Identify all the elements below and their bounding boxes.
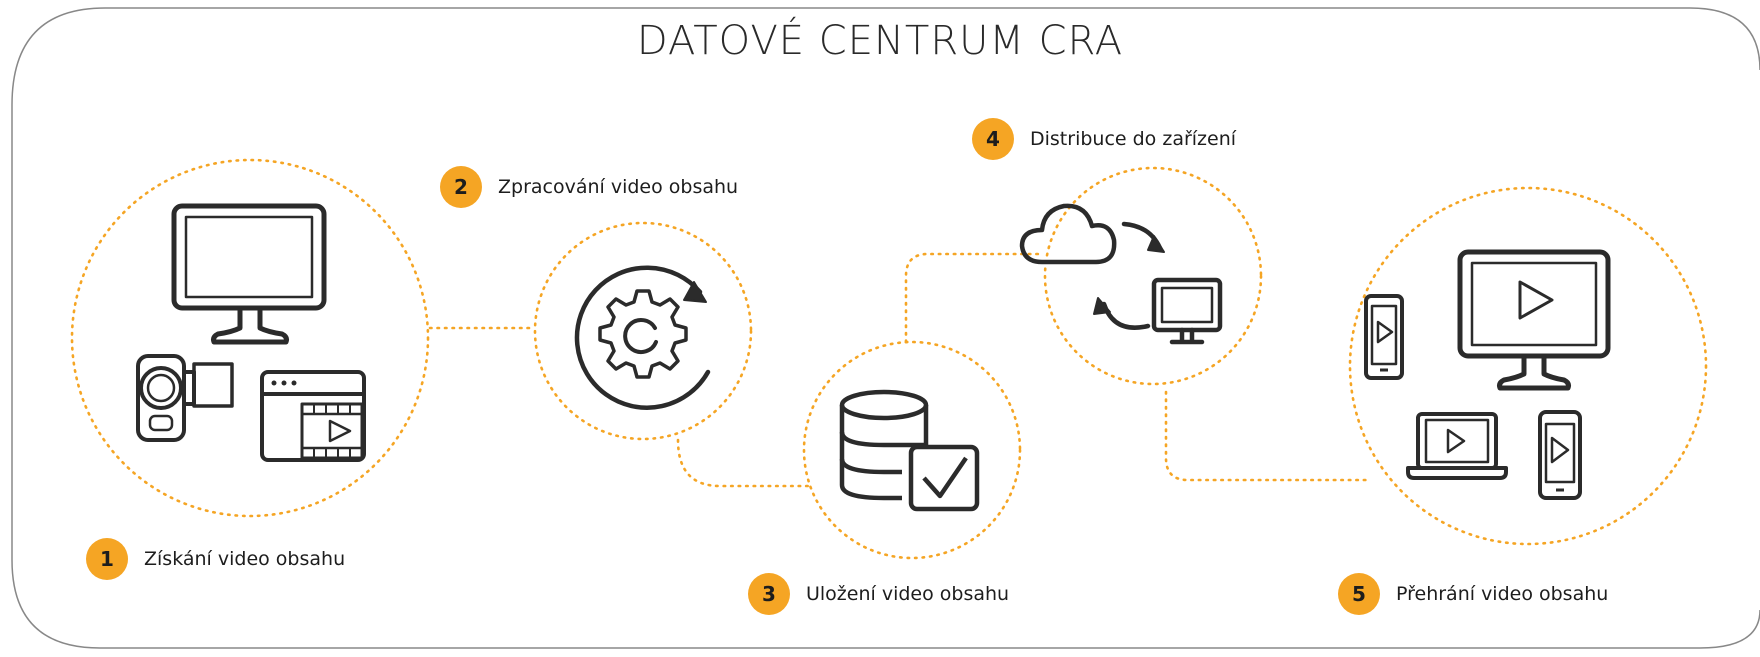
step-label: Přehrání video obsahu: [1396, 583, 1609, 605]
camcorder-icon: [136, 354, 234, 442]
stage-circle-5: [1348, 186, 1708, 546]
gear-refresh-icon: [574, 265, 711, 410]
monitor-icon: [171, 203, 327, 345]
diagram-frame: [11, 7, 1760, 649]
cloud-sync-icon: [1019, 203, 1223, 345]
step-2: 2 Zpracování video obsahu: [440, 166, 738, 208]
database-check-icon: [839, 389, 980, 512]
stage-circle-2: [533, 221, 753, 441]
monitor-play-icon: [1457, 249, 1611, 391]
stage-circle-3: [802, 340, 1022, 560]
step-3: 3 Uložení video obsahu: [748, 573, 1009, 615]
step-4: 4 Distribuce do zařízení: [972, 118, 1236, 160]
step-label: Zpracování video obsahu: [498, 176, 739, 198]
step-badge: 1: [86, 538, 128, 580]
step-badge: 3: [748, 573, 790, 615]
diagram-title: DATOVÉ CENTRUM CRA: [636, 18, 1124, 64]
connector-4-5: [1164, 390, 1368, 482]
step-label: Distribuce do zařízení: [1030, 128, 1237, 150]
tablet-play-icon: [1364, 294, 1404, 380]
connector-2-3: [676, 438, 810, 488]
step-label: Získání video obsahu: [144, 548, 346, 570]
phone-play-icon: [1538, 410, 1582, 500]
connector-3-4: [904, 252, 1044, 344]
stage-circle-4: [1043, 166, 1263, 386]
step-label: Uložení video obsahu: [806, 583, 1010, 605]
stage-circle-1: [70, 158, 430, 518]
step-5: 5 Přehrání video obsahu: [1338, 573, 1608, 615]
laptop-play-icon: [1406, 412, 1508, 480]
step-badge: 2: [440, 166, 482, 208]
step-badge: 5: [1338, 573, 1380, 615]
step-1: 1 Získání video obsahu: [86, 538, 345, 580]
video-editor-icon: [260, 370, 366, 462]
step-badge: 4: [972, 118, 1014, 160]
